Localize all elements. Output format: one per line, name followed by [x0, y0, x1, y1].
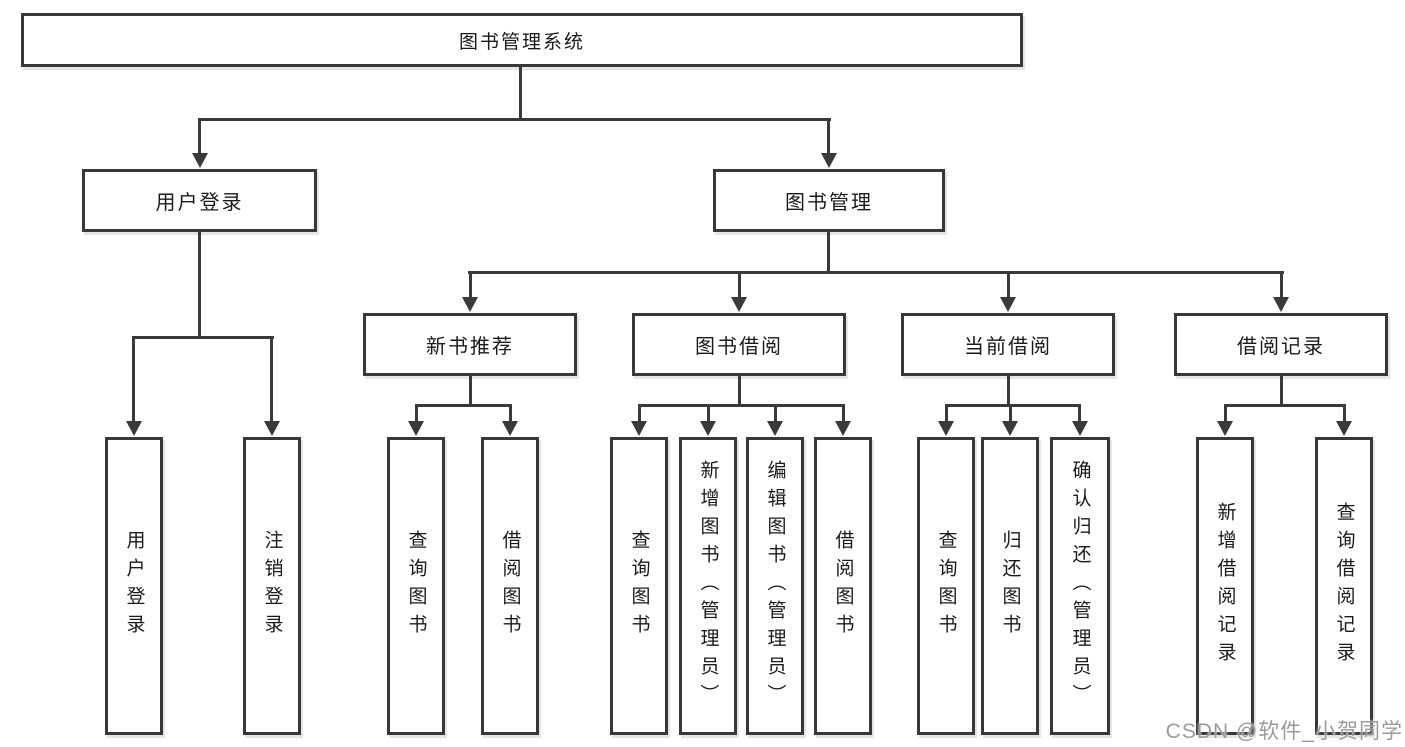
connector-line	[415, 404, 418, 426]
node-book-borrow-label: 图书借阅	[695, 336, 783, 358]
leaf-records-query-label: 查询借阅记录	[1333, 502, 1355, 670]
connector-line	[519, 67, 522, 120]
node-new-book-recommend-label: 新书推荐	[426, 336, 514, 358]
connector-line	[738, 271, 741, 302]
node-new-book-recommend: 新书推荐	[363, 313, 577, 376]
connector-line	[469, 271, 472, 302]
node-current-borrow: 当前借阅	[901, 313, 1115, 376]
arrow-down-icon	[462, 297, 478, 312]
arrow-down-icon	[192, 153, 208, 168]
arrow-down-icon	[1002, 421, 1018, 436]
leaf-borrow-query: 查询图书	[610, 437, 668, 735]
arrow-down-icon	[731, 297, 747, 312]
leaf-borrow-add: 新增图书（管理员）	[679, 437, 737, 735]
leaf-borrow-query-label: 查询图书	[628, 530, 650, 642]
connector-line	[1007, 271, 1010, 302]
node-book-borrow: 图书借阅	[632, 313, 846, 376]
connector-line	[198, 118, 201, 158]
node-book-management: 图书管理	[713, 169, 945, 232]
connector-line	[132, 336, 135, 426]
connector-line	[1224, 404, 1227, 426]
arrow-down-icon	[631, 421, 647, 436]
connector-line	[842, 404, 845, 426]
leaf-borrow-add-label: 新增图书（管理员）	[697, 460, 719, 712]
connector-line	[1224, 404, 1346, 407]
leaf-logout: 注销登录	[243, 437, 301, 735]
connector-line	[738, 376, 741, 407]
connector-line	[198, 232, 201, 339]
connector-line	[945, 404, 1081, 407]
node-borrow-records: 借阅记录	[1174, 313, 1388, 376]
connector-line	[509, 404, 512, 426]
arrow-down-icon	[264, 421, 280, 436]
leaf-newbooks-borrow-label: 借阅图书	[499, 530, 521, 642]
arrow-down-icon	[1273, 297, 1289, 312]
arrow-down-icon	[767, 421, 783, 436]
leaf-user-login: 用户登录	[105, 437, 163, 735]
leaf-records-query: 查询借阅记录	[1315, 437, 1373, 735]
connector-line	[707, 404, 710, 426]
connector-line	[638, 404, 845, 407]
leaf-user-login-label: 用户登录	[123, 530, 145, 642]
leaf-borrow-book: 借阅图书	[814, 437, 872, 735]
arrow-down-icon	[502, 421, 518, 436]
leaf-current-confirm: 确认归还（管理员）	[1050, 437, 1110, 735]
leaf-current-query: 查询图书	[917, 437, 975, 735]
connector-line	[1280, 271, 1283, 302]
arrow-down-icon	[1336, 421, 1352, 436]
arrow-down-icon	[835, 421, 851, 436]
connector-line	[270, 336, 273, 426]
connector-line	[638, 404, 641, 426]
leaf-borrow-book-label: 借阅图书	[832, 530, 854, 642]
arrow-down-icon	[1217, 421, 1233, 436]
node-current-borrow-label: 当前借阅	[964, 336, 1052, 358]
arrow-down-icon	[408, 421, 424, 436]
csdn-watermark: CSDN @软件_小贺同学	[1165, 720, 1403, 743]
leaf-newbooks-query-label: 查询图书	[405, 530, 427, 642]
connector-line	[774, 404, 777, 426]
node-root: 图书管理系统	[21, 13, 1023, 67]
leaf-logout-label: 注销登录	[261, 530, 283, 642]
leaf-current-return: 归还图书	[981, 437, 1039, 735]
leaf-current-confirm-label: 确认归还（管理员）	[1069, 460, 1091, 712]
node-root-label: 图书管理系统	[458, 31, 585, 53]
leaf-current-query-label: 查询图书	[935, 530, 957, 642]
connector-line	[1280, 376, 1283, 407]
node-user-login: 用户登录	[82, 169, 317, 232]
node-book-management-label: 图书管理	[785, 192, 873, 214]
arrow-down-icon	[700, 421, 716, 436]
connector-line	[415, 404, 512, 407]
connector-line	[945, 404, 948, 426]
connector-line	[469, 376, 472, 407]
arrow-down-icon	[1000, 297, 1016, 312]
leaf-borrow-edit: 编辑图书（管理员）	[746, 437, 804, 735]
leaf-records-add: 新增借阅记录	[1196, 437, 1254, 735]
leaf-current-return-label: 归还图书	[999, 530, 1021, 642]
connector-line	[1009, 404, 1012, 426]
connector-line	[1007, 376, 1010, 407]
connector-line	[198, 118, 831, 121]
node-borrow-records-label: 借阅记录	[1237, 336, 1325, 358]
node-user-login-label: 用户登录	[155, 192, 244, 214]
arrow-down-icon	[1072, 421, 1088, 436]
connector-line	[1343, 404, 1346, 426]
arrow-down-icon	[938, 421, 954, 436]
connector-line	[827, 118, 830, 158]
leaf-newbooks-borrow: 借阅图书	[481, 437, 539, 735]
leaf-borrow-edit-label: 编辑图书（管理员）	[764, 460, 786, 712]
arrow-down-icon	[821, 153, 837, 168]
leaf-newbooks-query: 查询图书	[387, 437, 445, 735]
leaf-records-add-label: 新增借阅记录	[1214, 502, 1236, 670]
connector-line	[1078, 404, 1081, 426]
connector-line	[132, 336, 274, 339]
arrow-down-icon	[126, 421, 142, 436]
connector-line	[468, 271, 1284, 274]
connector-line	[827, 232, 830, 274]
